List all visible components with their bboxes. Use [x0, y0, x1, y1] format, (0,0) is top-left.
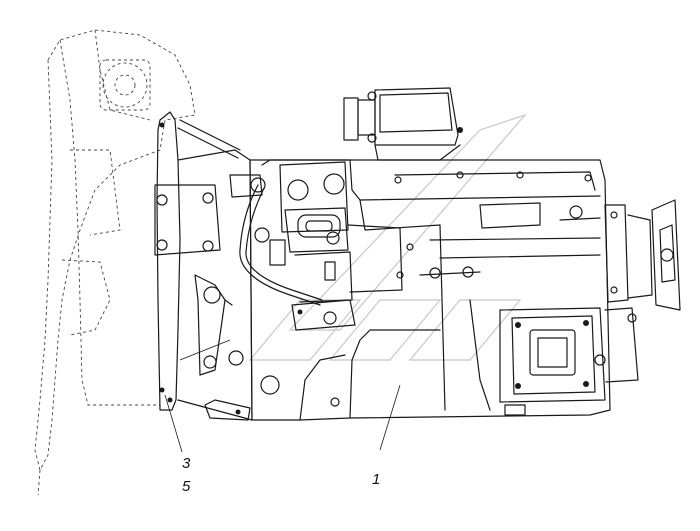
callout-5: 5 [182, 478, 191, 495]
shift-cover [343, 87, 463, 161]
callout-1: 1 [372, 471, 381, 488]
leader-line-3 [164, 394, 183, 453]
output-flange [604, 199, 681, 311]
pto-unit [499, 307, 639, 416]
leader-line-1 [379, 384, 401, 451]
clutch-housing [154, 111, 253, 421]
leader-lines [164, 384, 401, 453]
gearbox-casing [204, 159, 611, 421]
callout-3: 3 [182, 455, 191, 472]
engine-phantom-outline [34, 29, 196, 496]
watermark-logo [248, 113, 527, 361]
control-valve-block [229, 161, 403, 331]
